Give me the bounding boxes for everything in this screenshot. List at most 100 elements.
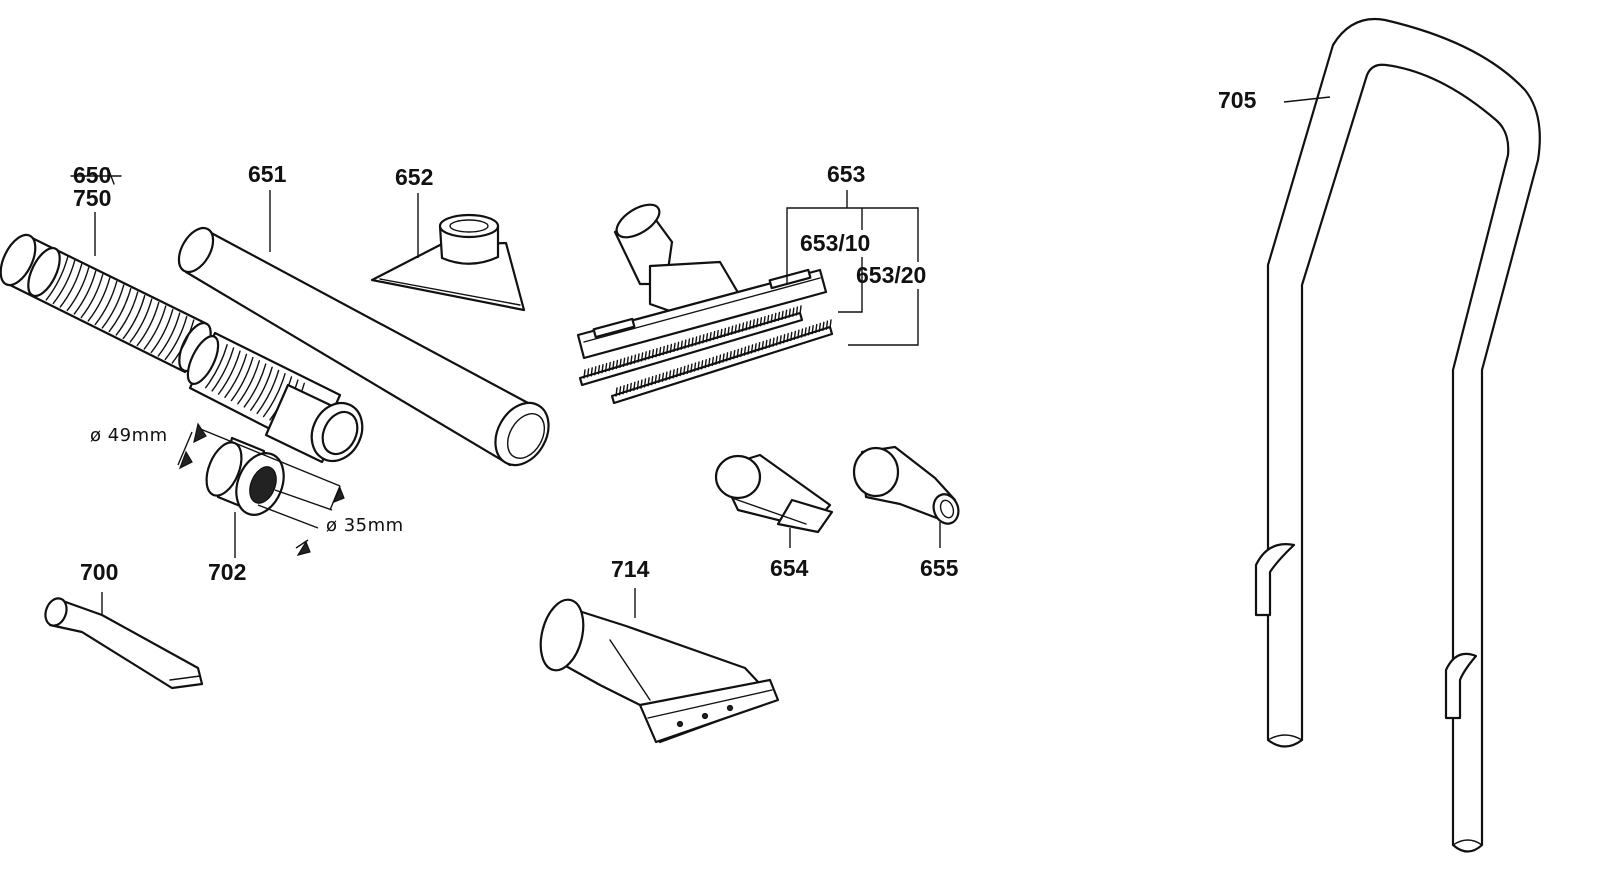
- bristle: [687, 338, 691, 348]
- bristle: [698, 335, 701, 345]
- bristle: [716, 329, 719, 340]
- part-700-crevice-tool[interactable]: [42, 595, 204, 690]
- brush-bristles-2: [615, 319, 832, 397]
- part-653-wet-dry-nozzle[interactable]: [576, 198, 828, 360]
- bristle: [730, 325, 734, 335]
- bristle: [763, 315, 766, 326]
- label-651: 651: [248, 161, 287, 187]
- bristle: [745, 321, 748, 331]
- label-655: 655: [920, 555, 959, 581]
- bristle: [604, 362, 608, 373]
- bristle: [715, 355, 718, 365]
- bristle: [727, 326, 730, 337]
- hose-rib: [66, 266, 90, 312]
- bristle: [754, 343, 757, 353]
- hose-rib: [217, 350, 241, 395]
- label-750: 750: [73, 185, 111, 211]
- bristle: [712, 330, 716, 341]
- bristle: [618, 386, 622, 396]
- bristle: [697, 361, 700, 371]
- label-650-strike-mark: [107, 167, 115, 185]
- hose-rib: [262, 372, 286, 418]
- label-654: 654: [770, 555, 809, 581]
- bristle: [640, 379, 643, 389]
- hose-rib: [101, 284, 125, 329]
- bristle: [662, 345, 665, 356]
- hose-rib: [243, 363, 267, 408]
- label-700: 700: [80, 559, 118, 585]
- bristle: [797, 329, 800, 339]
- part-653-20-squeegee-strip[interactable]: [610, 319, 834, 405]
- hose-corrugation-left: [45, 256, 195, 364]
- hose-rib: [230, 356, 254, 402]
- bristle: [733, 349, 736, 360]
- hose-rib: [122, 294, 146, 340]
- bristle: [669, 343, 673, 354]
- hose-rib: [143, 305, 167, 350]
- bristle: [644, 351, 647, 361]
- bristle: [597, 365, 601, 375]
- bristle: [675, 368, 679, 378]
- hose-rib: [157, 312, 181, 357]
- part-702-reducing-sleeve[interactable]: [200, 436, 293, 521]
- bristle: [711, 356, 714, 367]
- part-653-10-brush-strip[interactable]: [578, 305, 804, 387]
- bristle: [725, 352, 729, 362]
- part-705-handle-tube[interactable]: [1254, 18, 1541, 853]
- hose-rib: [256, 369, 280, 415]
- bristle: [759, 317, 763, 327]
- bristle: [766, 314, 770, 325]
- bristle: [704, 358, 707, 369]
- bristle: [738, 323, 741, 333]
- bristle: [661, 372, 665, 382]
- brush-bristles-1: [583, 305, 802, 379]
- bristle: [804, 327, 807, 337]
- bristle: [629, 382, 632, 393]
- hose-rib: [249, 366, 273, 411]
- label-653: 653: [827, 161, 865, 187]
- bristle: [666, 344, 669, 355]
- bristle: [772, 337, 775, 347]
- label-653-20: 653/20: [856, 262, 926, 288]
- bristle: [705, 333, 709, 343]
- part-651-extension-tube[interactable]: [172, 222, 559, 474]
- part-labels: 650 750 651 652 653 653/10 653/20 654 65…: [70, 87, 1257, 585]
- hose-rib: [136, 301, 160, 347]
- bristle: [630, 355, 633, 365]
- part-654-flat-adapter[interactable]: [714, 453, 834, 534]
- bristle: [757, 341, 761, 352]
- bristle: [672, 369, 675, 379]
- bristle: [655, 347, 658, 358]
- bristle: [756, 318, 759, 328]
- bristle: [622, 357, 626, 367]
- bristle: [723, 327, 727, 338]
- bristle: [792, 307, 795, 317]
- bristle: [619, 358, 622, 369]
- bristle: [799, 305, 802, 315]
- bristle: [684, 339, 687, 349]
- bristle: [720, 328, 723, 339]
- bristle: [648, 350, 651, 360]
- bristle: [700, 360, 704, 370]
- bristle: [709, 331, 712, 342]
- bristle: [788, 308, 791, 318]
- bristle: [626, 383, 629, 394]
- bristle: [825, 320, 829, 330]
- part-714-upholstery-nozzle[interactable]: [534, 595, 780, 744]
- bristle: [679, 366, 682, 377]
- bristle: [741, 322, 745, 332]
- bristle: [775, 336, 779, 346]
- bristle: [686, 364, 690, 375]
- bristle: [795, 306, 799, 316]
- bristle: [790, 331, 793, 342]
- leader-lines: [94, 96, 1331, 618]
- bristle: [770, 313, 773, 324]
- bristle: [708, 357, 711, 368]
- part-650-750-suction-hose[interactable]: [0, 230, 372, 470]
- hose-rib: [59, 263, 83, 308]
- bristle: [784, 309, 788, 319]
- part-652-floor-nozzle[interactable]: [370, 213, 526, 312]
- hose-rib: [237, 360, 261, 405]
- part-655-reducer-adapter[interactable]: [852, 445, 962, 527]
- bristle: [694, 336, 698, 346]
